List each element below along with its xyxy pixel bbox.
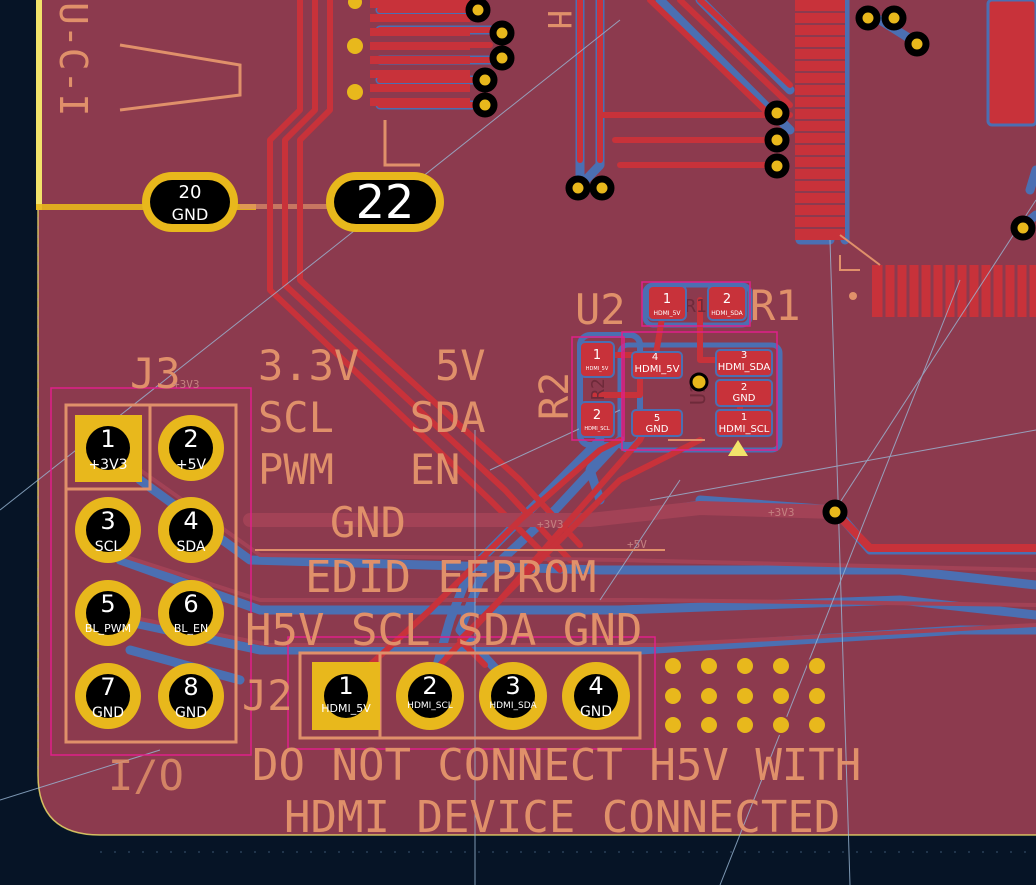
j3-pin-net: +5V <box>176 457 207 473</box>
j3-pin-number: 5 <box>100 590 115 618</box>
j3-pin-net: BL_PWM <box>85 622 131 635</box>
pad-22[interactable]: 22 <box>326 172 444 232</box>
j3-pin-number: 4 <box>183 507 198 535</box>
u2-pad-number: 1 <box>741 412 747 423</box>
net-label-3v3-b: +3V3 <box>537 518 564 531</box>
j2-pin-2[interactable]: 2 HDMI_SCL <box>396 662 464 730</box>
u2-pad-net: GND <box>733 393 756 404</box>
r2-ghost-label: R2 <box>588 378 609 400</box>
ratsnest <box>0 19 1036 885</box>
net-labels: +3V3 +3V3 +3V3 +5V U2 R1 R2 <box>173 296 795 551</box>
r2-pad-net: HDMI_SCL <box>584 426 610 432</box>
r1-pad-number: 1 <box>663 292 671 307</box>
j3-pin-2[interactable]: 2 +5V <box>158 415 224 481</box>
j3-pin-4[interactable]: 4 SDA <box>158 497 224 563</box>
pad-20-net: GND <box>172 205 209 224</box>
net-label-3v3-c: +3V3 <box>768 506 795 519</box>
ic-top-pads <box>370 0 1036 317</box>
r1-pad-number: 2 <box>723 292 731 307</box>
ic-u2[interactable]: 4 HDMI_5V 3 HDMI_SDA 2 GND 5 GND 1 HDMI_… <box>631 349 773 456</box>
warning-line2: HDMI DEVICE CONNECTED <box>284 792 840 843</box>
j3-pin-net: GND <box>92 705 124 721</box>
r2-pad-net: HDMI_5V <box>586 366 609 372</box>
io-label: I/O <box>108 751 184 800</box>
net-label-5v: +5V <box>627 538 647 551</box>
edid-label: EDID EEPROM <box>305 552 596 603</box>
front-copper-layer <box>118 0 1036 668</box>
j2-pin-number: 1 <box>338 672 353 700</box>
j2-pin-number: 2 <box>422 672 437 700</box>
u2-pad-net: HDMI_5V <box>635 364 680 375</box>
r2-pad-number: 2 <box>593 408 601 423</box>
connector-j3[interactable]: 1 +3V3 2 +5V 3 SCL 4 SDA 5 BL_PWM <box>75 415 224 729</box>
vias <box>465 0 1036 525</box>
j3-pin-net: SDA <box>177 539 206 555</box>
hdmi-pins-label: H5V SCL SDA GND <box>245 605 642 656</box>
u2-pad-number: 3 <box>741 350 747 361</box>
j3-pin-net: SCL <box>95 539 122 555</box>
u2-label: U2 <box>575 285 626 334</box>
courtyards <box>50 281 778 756</box>
j2-label: J2 <box>242 671 293 720</box>
r1-label: R1 <box>750 281 801 330</box>
warning-line1: DO NOT CONNECT H5V WITH <box>252 740 861 791</box>
j3-pin-number: 7 <box>100 673 115 701</box>
j3-pin-number: 8 <box>183 673 198 701</box>
edge-vias <box>347 0 363 100</box>
r2-pad-number: 1 <box>593 348 601 363</box>
u2-pad-net: HDMI_SCL <box>719 424 770 435</box>
j2-pin-net: GND <box>580 704 612 720</box>
j3-pin-net: GND <box>175 705 207 721</box>
j2-pin-1[interactable]: 1 HDMI_5V <box>312 662 380 730</box>
pad-22-number: 22 <box>356 175 415 229</box>
j3-pin-7[interactable]: 7 GND <box>75 663 141 729</box>
u2-pad-net: HDMI_SDA <box>718 362 771 373</box>
j3-pin-number: 2 <box>183 425 198 453</box>
h-label: H <box>540 10 578 29</box>
j2-pin-3[interactable]: 3 HDMI_SDA <box>479 662 547 730</box>
j3-pin-1[interactable]: 1 +3V3 <box>75 415 142 482</box>
io-row1: 3.3V 5V <box>258 341 486 390</box>
io-row2: SCL SDA <box>258 393 486 442</box>
net-label-3v3-a: +3V3 <box>173 378 200 391</box>
u2-pad-number: 5 <box>654 413 660 424</box>
r1-ghost-label: R1 <box>685 296 707 317</box>
j3-pin-8[interactable]: 8 GND <box>158 663 224 729</box>
pad-20-number: 20 <box>179 182 202 203</box>
io-row4: GND <box>330 498 406 547</box>
j3-pin-number: 6 <box>183 590 198 618</box>
j3-pin-net: +3V3 <box>88 457 127 473</box>
j2-pin-4[interactable]: 4 GND <box>562 662 630 730</box>
u2-pad-number: 2 <box>741 382 747 393</box>
usb-c-label: U-C-I <box>51 2 95 116</box>
silk-graphics <box>64 43 665 744</box>
u2-pad-net: GND <box>646 424 669 435</box>
j2-pin-number: 3 <box>505 672 520 700</box>
r1-pad-net: HDMI_5V <box>654 310 682 317</box>
j2-pin-net: HDMI_5V <box>321 702 371 715</box>
r2-label: R2 <box>532 372 578 420</box>
via-array <box>663 656 827 735</box>
j2-pin-net: HDMI_SDA <box>489 701 537 711</box>
j3-label: J3 <box>130 349 181 398</box>
resistor-r1[interactable]: 1 HDMI_5V 2 HDMI_SDA <box>647 285 747 321</box>
j3-pin-number: 3 <box>100 507 115 535</box>
j3-pin-net: BL_EN <box>174 622 208 635</box>
j3-pin-5[interactable]: 5 BL_PWM <box>75 580 141 646</box>
j2-pin-net: HDMI_SCL <box>407 701 453 711</box>
j3-pin-number: 1 <box>100 425 115 453</box>
silk-text: U-C-I H J3 U2 R1 R2 J2 I/O 3.3V 5V SCL S… <box>51 2 861 843</box>
io-row3: PWM EN <box>258 445 460 494</box>
j3-pin-6[interactable]: 6 BL_EN <box>158 580 224 646</box>
j3-pin-3[interactable]: 3 SCL <box>75 497 141 563</box>
pad-20[interactable]: 20 GND <box>142 172 238 232</box>
resistor-r2[interactable]: 1 HDMI_5V 2 HDMI_SCL <box>579 341 615 438</box>
connector-j2[interactable]: 1 HDMI_5V 2 HDMI_SCL 3 HDMI_SDA 4 GND <box>312 662 630 730</box>
j2-pin-number: 4 <box>588 672 603 700</box>
r1-pad-net: HDMI_SDA <box>711 310 743 317</box>
u2-pad-number: 4 <box>652 352 658 363</box>
